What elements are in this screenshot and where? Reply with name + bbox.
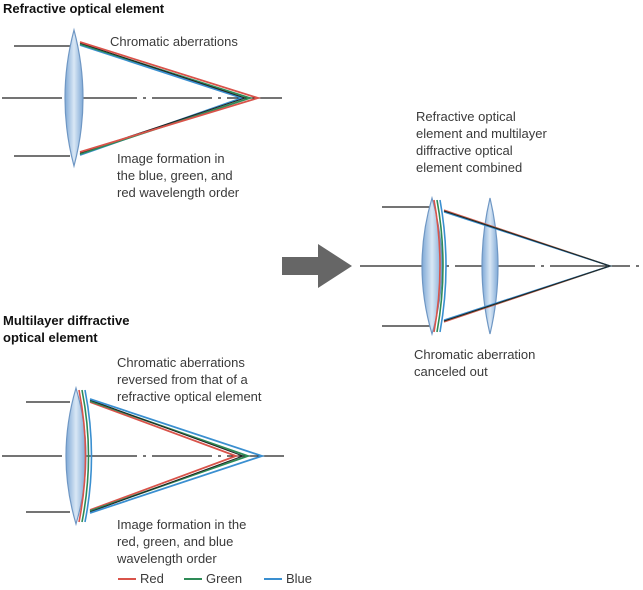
ray-red xyxy=(89,401,239,511)
title-line: Multilayer diffractive xyxy=(3,313,130,328)
transition-arrow xyxy=(282,244,352,288)
caption-line: Image formation in the xyxy=(117,517,247,532)
refractive-aberration-label: Chromatic aberrations xyxy=(110,34,238,49)
legend-swatch-green xyxy=(184,578,202,580)
combined-title: Refractive optical element and multilaye… xyxy=(416,108,547,176)
multilayer-diagram xyxy=(2,385,284,527)
ray-black xyxy=(89,399,245,513)
caption-line: canceled out xyxy=(414,364,488,379)
legend-label-green: Green xyxy=(206,571,243,586)
caption-line: Chromatic aberration xyxy=(414,347,536,362)
title-line: Refractive optical xyxy=(416,109,516,124)
multilayer-aberration-label: Chromatic aberrations reversed from that… xyxy=(117,354,262,405)
caption-line: wavelength order xyxy=(117,551,217,566)
label-line: reversed from that of a xyxy=(117,372,248,387)
refractive-diagram xyxy=(2,27,282,169)
second-lens xyxy=(481,197,499,335)
ray-green xyxy=(79,43,253,155)
title-line: diffractive optical xyxy=(416,143,513,158)
combined-caption: Chromatic aberration canceled out xyxy=(414,346,535,380)
caption-line: red wavelength order xyxy=(117,185,240,200)
legend-label-blue: Blue xyxy=(286,571,313,586)
label-line: Chromatic aberrations xyxy=(117,355,245,370)
convex-lens xyxy=(64,27,84,169)
caption-line: red, green, and blue xyxy=(117,534,234,549)
ray-blue xyxy=(89,398,265,514)
caption-line: Image formation in xyxy=(117,151,225,166)
refractive-title: Refractive optical element xyxy=(3,1,165,16)
label-line: refractive optical element xyxy=(117,389,262,404)
ray-black xyxy=(443,210,612,322)
caption-line: the blue, green, and xyxy=(117,168,233,183)
combined-diagram xyxy=(360,195,642,337)
multilayer-title: Multilayer diffractive optical element xyxy=(3,312,129,346)
legend-swatch-blue xyxy=(264,578,282,580)
ray-red xyxy=(79,41,262,153)
convex-lens xyxy=(65,385,87,527)
legend-label-red: Red xyxy=(140,571,164,586)
multilayer-caption: Image formation in the red, green, and b… xyxy=(117,516,246,567)
refractive-lens xyxy=(421,195,443,337)
refractive-caption: Image formation in the blue, green, and … xyxy=(117,150,239,201)
legend-swatch-red xyxy=(118,578,136,580)
title-line: element combined xyxy=(416,160,523,175)
title-line: optical element xyxy=(3,330,98,345)
ray-blue xyxy=(79,44,245,156)
title-line: element and multilayer xyxy=(416,126,547,141)
